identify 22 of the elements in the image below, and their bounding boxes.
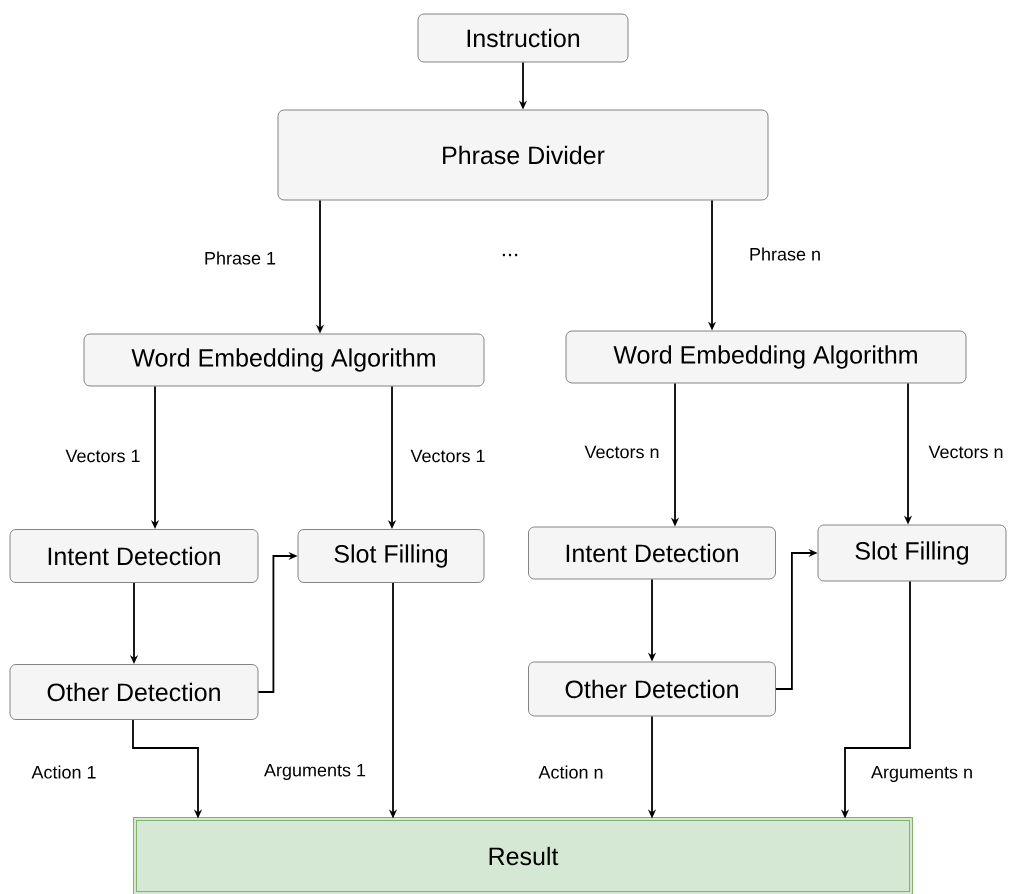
edge-label: Vectors n <box>583 444 661 460</box>
edge-label: Arguments n <box>870 764 975 784</box>
edge-label: Action 1 <box>30 764 98 780</box>
ellipsis-label: ... <box>502 253 518 257</box>
process-box: Word Embedding Algorithm <box>565 330 967 384</box>
process-box: Intent Detection <box>9 529 259 583</box>
process-box: Other Detection <box>528 661 776 717</box>
edge-label: Action n <box>537 764 605 780</box>
process-box: Phrase Divider <box>277 109 769 201</box>
edge-label: Phrase n <box>748 246 823 262</box>
edge-label: Vectors 1 <box>409 448 487 464</box>
result-box: Result <box>133 817 913 894</box>
process-box: Slot Filling <box>297 529 485 583</box>
edge-label: Vectors 1 <box>64 448 142 464</box>
process-box: Other Detection <box>9 664 259 720</box>
edge-label: Arguments 1 <box>263 762 368 782</box>
process-box: Intent Detection <box>528 526 776 580</box>
edge-label: Vectors n <box>927 444 1005 460</box>
process-box: Word Embedding Algorithm <box>83 333 485 387</box>
process-box: Instruction <box>417 13 629 63</box>
edge-label: Phrase 1 <box>203 250 278 266</box>
process-box: Slot Filling <box>817 524 1007 582</box>
